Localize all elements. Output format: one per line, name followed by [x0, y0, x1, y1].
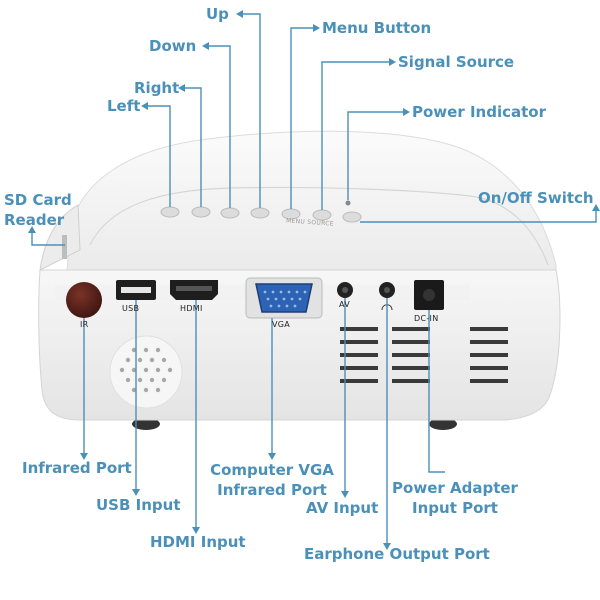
- hdmi-port-contacts: [176, 286, 212, 291]
- control-buttons: [160, 200, 362, 223]
- usb-port-tongue: [121, 287, 151, 293]
- button-up: [250, 207, 270, 219]
- leader-up: [240, 13, 261, 208]
- leader-lines: [31, 13, 597, 546]
- label-computer-vga: Computer VGA Infrared Port: [210, 461, 334, 499]
- foot-right: [429, 418, 457, 430]
- label-usb-input: USB Input: [96, 496, 181, 514]
- leader-power-indicator: [347, 111, 406, 200]
- leader-power-adapter: [428, 310, 445, 473]
- label-hdmi-input: HDMI Input: [150, 533, 246, 551]
- hdmi-label: HDMI: [180, 304, 203, 313]
- ir-window: [66, 282, 102, 318]
- foot-left: [132, 418, 160, 430]
- button-right: [191, 206, 211, 218]
- label-power-adapter: Power Adapter Input Port: [392, 479, 518, 517]
- vga-label: VGA: [272, 320, 291, 329]
- av-label: AV: [339, 300, 351, 309]
- ventilation-slots: [340, 327, 508, 383]
- label-on-off-switch: On/Off Switch: [478, 189, 594, 207]
- arrow-tips: [28, 10, 600, 550]
- button-down: [220, 207, 240, 219]
- power-indicator-led: [345, 200, 351, 206]
- label-left: Left: [107, 97, 141, 115]
- label-menu-button: Menu Button: [322, 19, 432, 37]
- av-jack-core: [342, 287, 348, 293]
- sd-card-slot-edge: [39, 204, 81, 271]
- leader-sd: [31, 230, 65, 246]
- sd-card-slot: [62, 235, 67, 259]
- button-left: [160, 206, 180, 218]
- leader-right: [182, 87, 202, 207]
- leader-onoff: [360, 208, 597, 223]
- projector-top-shell: [65, 130, 557, 286]
- label-up: Up: [206, 5, 229, 23]
- top-shell-seam: [89, 186, 549, 266]
- label-right: Right: [134, 79, 180, 97]
- ir-label: IR: [80, 320, 89, 329]
- label-sd-card-reader: SD Card Reader: [4, 191, 72, 229]
- leader-source: [321, 61, 392, 210]
- label-infrared-port: Infrared Port: [22, 459, 132, 477]
- dc-in-label: DC-IN: [414, 314, 439, 323]
- leader-menu: [290, 27, 316, 209]
- label-down: Down: [149, 37, 197, 55]
- button-power: [342, 211, 362, 223]
- dc-in-pin: [423, 289, 435, 301]
- label-earphone-output: Earphone Output Port: [304, 545, 490, 563]
- earphone-jack-core: [384, 287, 390, 293]
- leader-left: [145, 105, 171, 207]
- speaker-holes: [119, 347, 173, 393]
- label-power-indicator: Power Indicator: [412, 103, 546, 121]
- label-signal-source: Signal Source: [398, 53, 515, 71]
- usb-label: USB: [122, 304, 140, 313]
- vga-pins: [263, 290, 307, 308]
- leader-down: [206, 45, 231, 208]
- label-av-input: AV Input: [306, 499, 379, 517]
